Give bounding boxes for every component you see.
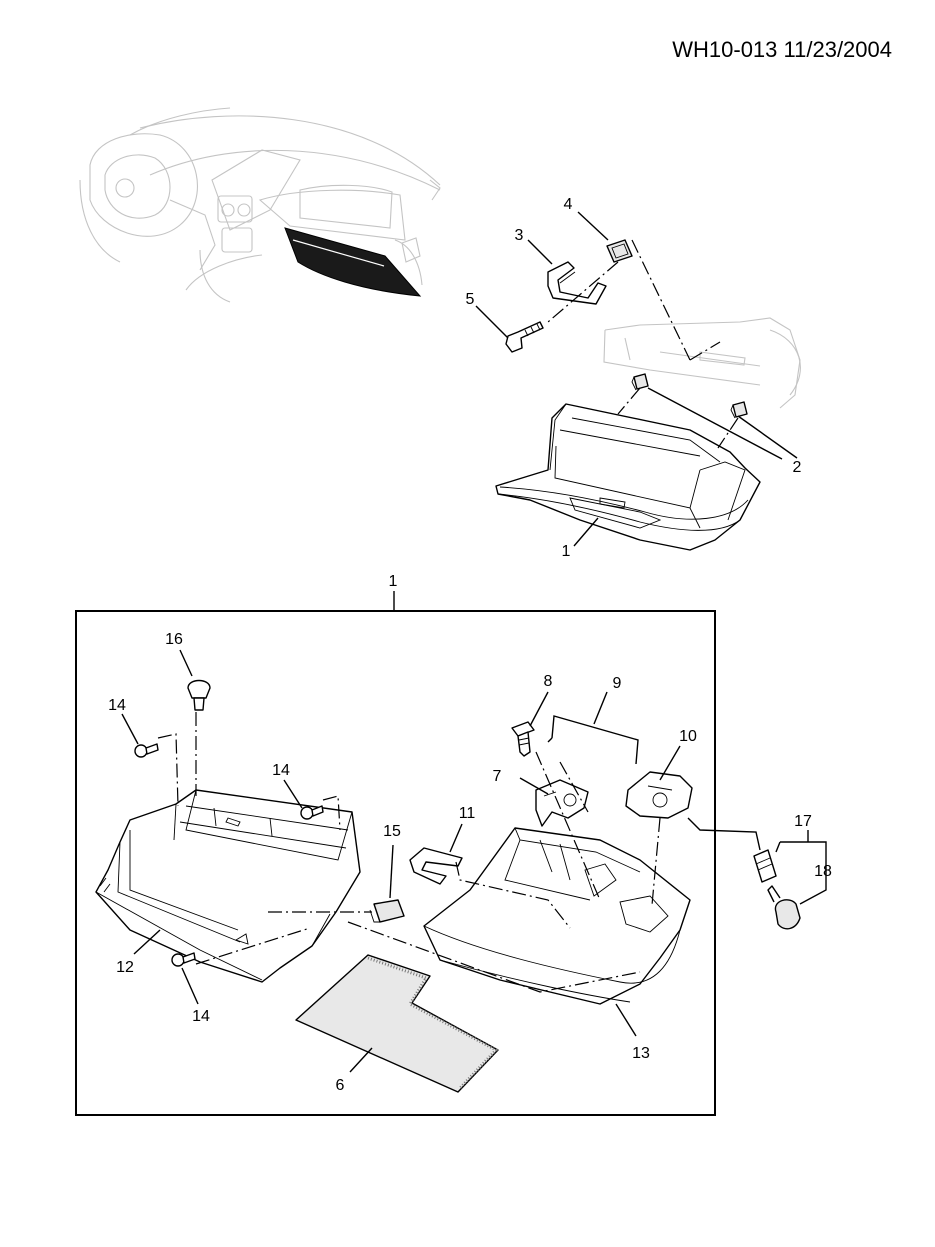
callout-14-left: 14	[108, 697, 126, 714]
callout-18: 18	[814, 863, 832, 880]
callout-1-frame: 1	[389, 573, 398, 590]
callout-11: 11	[459, 805, 476, 822]
callout-4: 4	[564, 196, 573, 213]
callout-5: 5	[466, 291, 475, 308]
screw-14-middle	[300, 805, 324, 820]
callout-14-middle: 14	[272, 762, 290, 779]
callout-7: 7	[493, 768, 502, 785]
callout-6: 6	[336, 1077, 345, 1094]
key	[767, 885, 801, 930]
screw-14-left-top	[134, 743, 159, 758]
square-retainer-nut	[606, 239, 633, 263]
door-bumper	[369, 899, 405, 923]
lock-cylinder	[753, 849, 777, 883]
callout-8: 8	[544, 673, 553, 690]
callout-9: 9	[613, 675, 622, 692]
callout-10: 10	[679, 728, 697, 745]
push-pin	[187, 679, 211, 711]
callout-17: 17	[794, 813, 812, 830]
callout-1-upper: 1	[562, 543, 571, 560]
glove-box-housing	[95, 789, 361, 983]
callout-14-bottom: 14	[192, 1008, 210, 1025]
door-latch	[535, 779, 589, 827]
glove-box-damper-hook	[547, 261, 607, 305]
glove-box-door	[423, 827, 691, 1005]
latch-screw	[511, 721, 535, 757]
screw-14-bottom	[171, 952, 196, 967]
exploded-view-frame	[75, 610, 716, 1116]
upper-leader-lines	[475, 211, 798, 547]
glove-box-mat	[295, 954, 499, 1093]
hex-bolt	[505, 321, 544, 353]
callout-2: 2	[793, 459, 802, 476]
door-stop-bracket	[409, 847, 463, 885]
glove-box-assembly-upper	[495, 403, 761, 551]
callout-13: 13	[632, 1045, 650, 1062]
bumper-clip-left	[631, 373, 649, 391]
callout-15: 15	[383, 823, 401, 840]
bumper-clip-right	[730, 401, 748, 419]
callout-16: 16	[165, 631, 183, 648]
instrument-panel-bracket-ghost	[603, 317, 801, 409]
lower-leader-lines	[121, 649, 827, 1073]
callout-3: 3	[515, 227, 524, 244]
callout-12: 12	[116, 959, 134, 976]
latch-rod	[547, 715, 639, 765]
document-id: WH10-013 11/23/2004	[672, 37, 892, 62]
lock-housing	[625, 771, 693, 819]
dashboard-overview-drawing	[79, 107, 441, 303]
